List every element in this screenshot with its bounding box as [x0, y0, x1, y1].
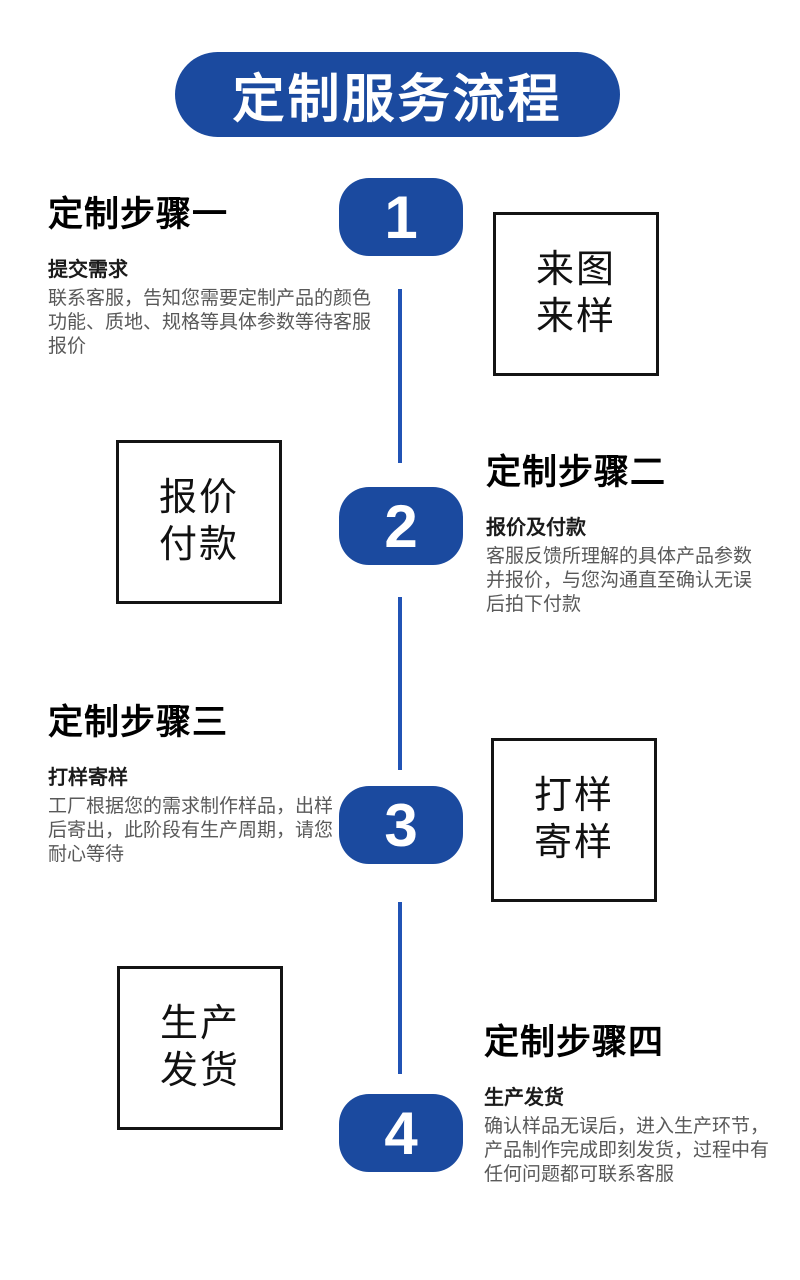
step-4-keyword-box: 生产 发货 [117, 966, 283, 1130]
step-4-description: 确认样品无误后，进入生产环节， 产品制作完成即刻发货，过程中有 任何问题都可联系… [484, 1116, 770, 1185]
connector-line-1 [398, 289, 402, 463]
step-4-details: 定制步骤四 生产发货 确认样品无误后，进入生产环节， 产品制作完成即刻发货，过程… [484, 1022, 794, 1187]
step-2-number: 2 [384, 492, 418, 560]
step-3-subtitle: 打样寄样 [48, 767, 128, 789]
step-4-keyword-line-1: 生产 [159, 1003, 240, 1045]
step-3-number-badge: 3 [339, 786, 463, 864]
step-4-title: 定制步骤四 [484, 1023, 665, 1062]
step-1-subtitle: 提交需求 [48, 259, 128, 281]
step-1-description: 联系客服，告知您需要定制产品的颜色 功能、质地、规格等具体参数等待客服 报价 [48, 288, 372, 357]
step-2-keyword-box: 报价 付款 [116, 440, 282, 604]
step-3-keyword-line-2: 寄样 [533, 822, 614, 864]
step-2-subtitle: 报价及付款 [486, 517, 586, 539]
step-3-details: 定制步骤三 打样寄样 工厂根据您的需求制作样品，出样 后寄出，此阶段有生产周期，… [48, 702, 393, 867]
step-1-title: 定制步骤一 [48, 195, 229, 234]
step-2-keyword-line-2: 付款 [158, 524, 239, 566]
process-title: 定制服务流程 [232, 71, 563, 129]
step-4-number: 4 [384, 1099, 418, 1167]
step-4-subtitle: 生产发货 [484, 1087, 564, 1109]
process-title-banner: 定制服务流程 [175, 52, 620, 137]
step-2-details: 定制步骤二 报价及付款 客服反馈所理解的具体产品参数 并报价，与您沟通直至确认无… [486, 452, 791, 617]
step-2-description: 客服反馈所理解的具体产品参数 并报价，与您沟通直至确认无误 后拍下付款 [486, 546, 753, 615]
step-1-keyword-line-1: 来图 [535, 249, 616, 291]
step-2-number-badge: 2 [339, 487, 463, 565]
step-3-description: 工厂根据您的需求制作样品，出样 后寄出，此阶段有生产周期，请您 耐心等待 [48, 796, 334, 865]
step-4-number-badge: 4 [339, 1094, 463, 1172]
step-3-keyword-box: 打样 寄样 [491, 738, 657, 902]
step-1-details: 定制步骤一 提交需求 联系客服，告知您需要定制产品的颜色 功能、质地、规格等具体… [48, 194, 393, 359]
step-3-number: 3 [384, 791, 418, 859]
step-1-number: 1 [384, 183, 418, 251]
connector-line-3 [398, 902, 402, 1074]
step-1-keyword-line-2: 来样 [535, 296, 616, 338]
step-1-keyword-box: 来图 来样 [493, 212, 659, 376]
step-2-title: 定制步骤二 [486, 453, 667, 492]
step-3-keyword-line-1: 打样 [533, 775, 614, 817]
step-2-keyword-line-1: 报价 [158, 477, 239, 519]
step-1-number-badge: 1 [339, 178, 463, 256]
step-4-keyword-line-2: 发货 [159, 1050, 240, 1092]
connector-line-2 [398, 597, 402, 770]
step-3-title: 定制步骤三 [48, 703, 229, 742]
